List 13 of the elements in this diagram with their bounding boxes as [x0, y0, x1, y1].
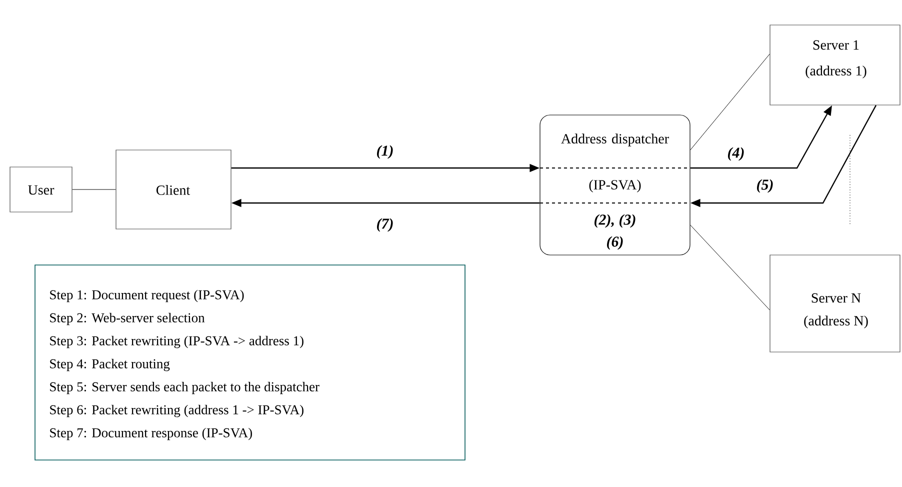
edge-label: (7)	[375, 217, 395, 233]
edge-label: (1)	[375, 144, 395, 160]
server-box: Server N (address N)	[770, 254, 900, 352]
connector-line	[690, 54, 770, 150]
client-box: Client	[116, 150, 232, 230]
connector-line	[690, 224, 770, 310]
connector-line	[72, 189, 116, 190]
dispatcher-box: Address dispatcher (IP-SVA) (2), (3) (6)	[540, 114, 690, 256]
steps-box: Step 1: Document request (IP-SVA) Step 2: Web-server selection Step 3: Packet rewriting (IP-SVA -> address 1) Step 4: Packet routing Step 5: Server sends each packet to the dispatcher Step 6: Packet rewriting (address 1 -> IP-SVA) Step 7: Document response (IP-SVA)	[34, 264, 466, 460]
user-box: User	[10, 166, 72, 212]
edge-label: (4)	[726, 146, 746, 162]
server-box: Server 1 (address 1)	[770, 24, 900, 106]
edge-label: (5)	[755, 178, 775, 194]
